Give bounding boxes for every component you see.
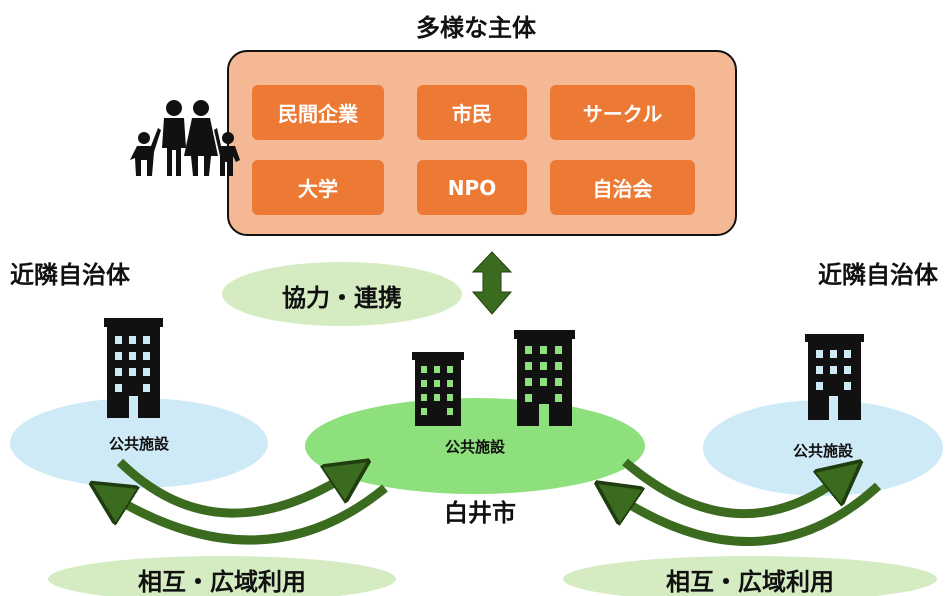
entity-neighborhood-association: 自治会	[550, 160, 695, 215]
left-to-center-arrow	[116, 462, 355, 518]
cooperation-label: 協力・連携	[282, 284, 402, 312]
right-region-title: 近隣自治体	[818, 261, 938, 289]
entity-circle: サークル	[550, 85, 695, 140]
center-small-building-icon	[412, 352, 464, 426]
entity-npo: NPO	[417, 160, 527, 215]
center-to-left-arrow	[105, 488, 388, 545]
left-region-title: 近隣自治体	[10, 261, 130, 289]
shiroi-city-label: 白井市	[444, 499, 516, 527]
right-mutual-use-ellipse	[563, 556, 937, 596]
right-to-center-arrow	[610, 486, 882, 546]
entity-university: 大学	[252, 160, 384, 215]
diverse-entities-title: 多様な主体	[416, 14, 536, 42]
right-facility-label: 公共施設	[792, 442, 853, 460]
right-mutual-use-label: 相互・広域利用	[666, 568, 834, 596]
cooperation-ellipse	[222, 262, 462, 326]
center-to-right-arrow	[622, 462, 848, 519]
entity-private-company: 民間企業	[252, 85, 384, 140]
right-building-icon	[805, 334, 864, 420]
center-large-building-icon	[514, 330, 575, 426]
left-building-icon	[104, 318, 163, 418]
left-mutual-use-label: 相互・広域利用	[138, 568, 306, 596]
entity-citizens: 市民	[417, 85, 527, 140]
center-facility-label: 公共施設	[444, 438, 505, 456]
left-facility-label: 公共施設	[108, 435, 169, 453]
left-mutual-use-ellipse	[48, 556, 396, 596]
